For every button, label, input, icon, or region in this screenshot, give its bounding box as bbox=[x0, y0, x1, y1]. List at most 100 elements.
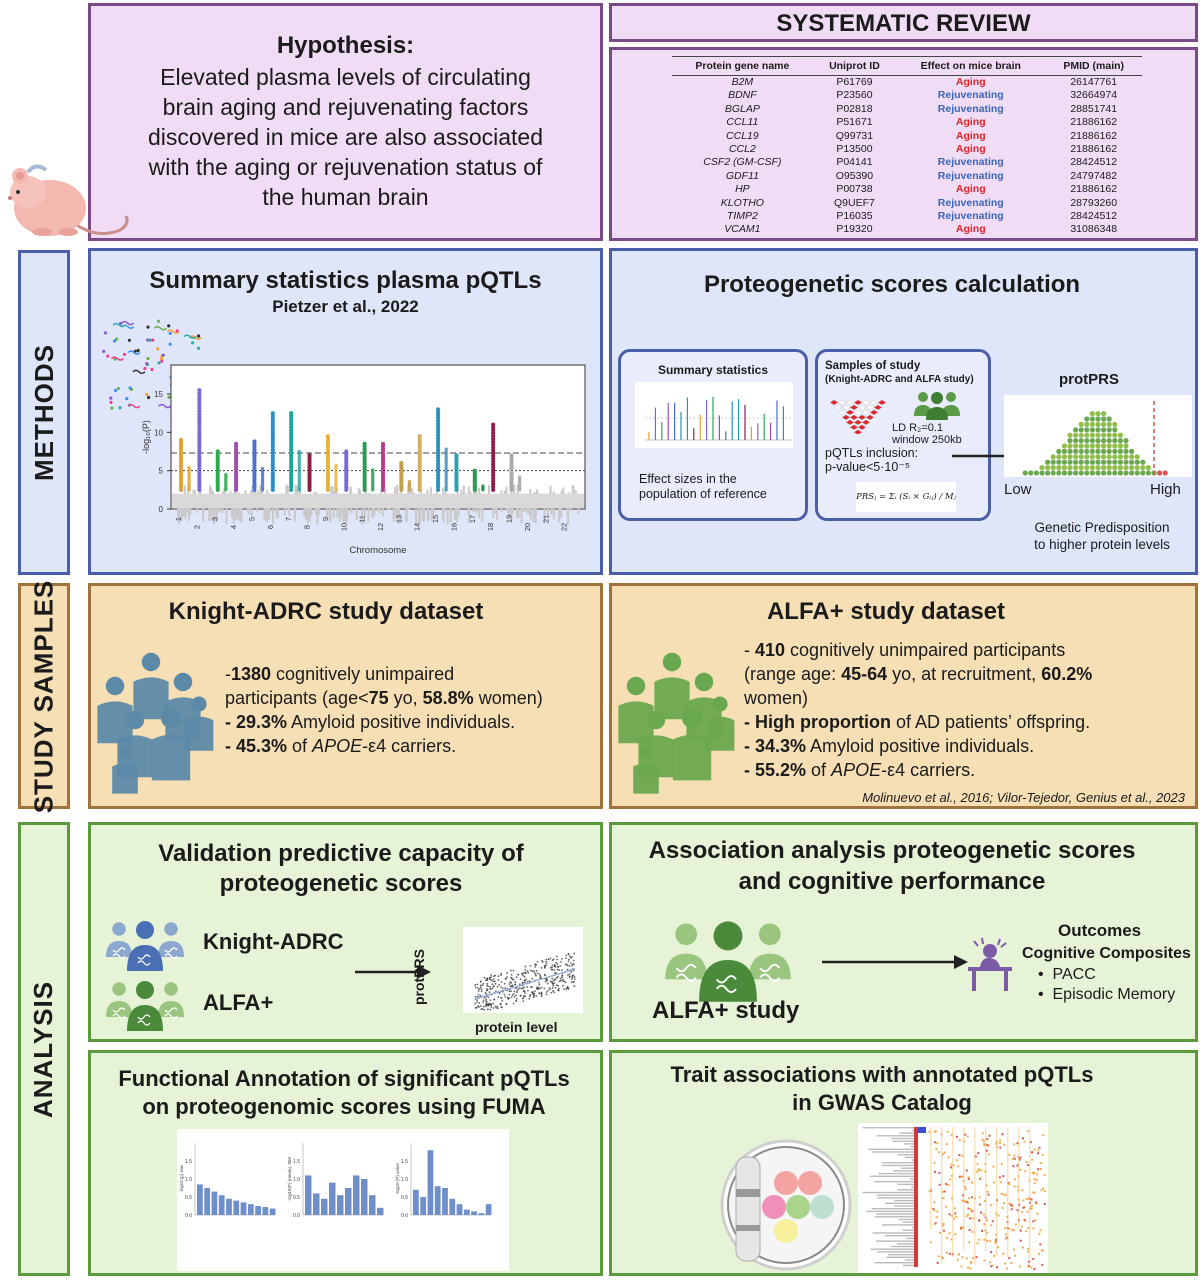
heatmap-cell bbox=[1024, 1219, 1027, 1222]
heatmap-cell bbox=[941, 1153, 944, 1156]
distribution-dot bbox=[1056, 465, 1062, 471]
heatmap-label-line bbox=[904, 1259, 914, 1261]
scatter-point bbox=[559, 979, 562, 982]
scatter-point bbox=[565, 954, 568, 957]
heatmap-cell bbox=[1038, 1252, 1041, 1255]
heatmap-cell bbox=[1033, 1148, 1036, 1151]
scatter-point bbox=[501, 987, 504, 990]
baseline-bar bbox=[263, 505, 266, 521]
snp-point bbox=[197, 445, 202, 450]
scatter-dot bbox=[143, 366, 147, 371]
heatmap-cell bbox=[1043, 1190, 1046, 1193]
person-head bbox=[694, 672, 714, 692]
people-crowd-icon bbox=[97, 652, 214, 794]
snp-point bbox=[178, 437, 184, 443]
protprs-axis-label: protPRS bbox=[411, 949, 427, 1005]
snp-point bbox=[197, 403, 202, 408]
heatmap-cell bbox=[1037, 1168, 1040, 1171]
scatter-point bbox=[534, 990, 536, 993]
fuma-bar bbox=[262, 1207, 269, 1215]
scatter-point bbox=[533, 971, 536, 974]
snp-point bbox=[435, 424, 441, 429]
scatter-point bbox=[568, 973, 571, 976]
scatter-point bbox=[539, 976, 542, 979]
heatmap-cell bbox=[1019, 1229, 1022, 1232]
distribution-dot bbox=[1140, 459, 1146, 465]
baseline-bar bbox=[304, 501, 307, 518]
heatmap-label-line bbox=[870, 1248, 914, 1250]
heatmap-cell bbox=[999, 1181, 1002, 1184]
heatmap-cell bbox=[929, 1241, 932, 1244]
x-tick-label: 14 bbox=[413, 523, 422, 531]
person-body bbox=[618, 701, 654, 744]
heatmap-cell bbox=[1003, 1202, 1006, 1205]
scatter-point bbox=[538, 981, 540, 984]
baseline-bar bbox=[183, 485, 186, 501]
scatter-point bbox=[478, 1001, 481, 1004]
scatter-point bbox=[556, 958, 559, 961]
heatmap-cell bbox=[986, 1239, 989, 1242]
scatter-point bbox=[508, 983, 511, 985]
distribution-dot bbox=[1039, 470, 1045, 476]
scatter-point bbox=[568, 964, 571, 967]
heatmap-cell bbox=[945, 1143, 948, 1146]
scatter-point bbox=[479, 980, 482, 983]
snp-point bbox=[289, 411, 294, 416]
scatter-point bbox=[524, 981, 526, 984]
heatmap-cell bbox=[1041, 1249, 1044, 1252]
snp-point bbox=[334, 466, 338, 470]
heatmap-cell bbox=[1042, 1187, 1045, 1190]
scatter-point bbox=[561, 974, 564, 977]
distribution-dot bbox=[1112, 427, 1118, 433]
scatter-point bbox=[497, 975, 500, 978]
snp-point bbox=[197, 478, 202, 483]
scatter-point bbox=[572, 959, 575, 962]
heatmap-label-line bbox=[893, 1170, 914, 1172]
ld-cell bbox=[841, 414, 851, 421]
heatmap-cell bbox=[967, 1266, 970, 1269]
scatter-point bbox=[510, 996, 513, 999]
snp-point bbox=[197, 421, 202, 426]
baseline-bar bbox=[336, 502, 339, 518]
distribution-dot bbox=[1112, 443, 1118, 449]
distribution-dot bbox=[1123, 459, 1129, 465]
heatmap-cell bbox=[959, 1227, 962, 1230]
person-body bbox=[699, 960, 757, 1002]
scatter-point bbox=[492, 978, 495, 980]
scatter-dot bbox=[103, 331, 108, 335]
heatmap-cell bbox=[947, 1156, 950, 1159]
scatter-point bbox=[564, 963, 567, 966]
heatmap-cell bbox=[993, 1254, 996, 1257]
scatter-point bbox=[512, 1002, 515, 1005]
heatmap-label-line bbox=[902, 1264, 914, 1267]
x-tick-label: 21 bbox=[541, 515, 550, 523]
fuma-bar bbox=[420, 1197, 427, 1215]
scatter-dot bbox=[113, 388, 118, 392]
heatmap-cell bbox=[994, 1233, 997, 1236]
heatmap-column bbox=[996, 1127, 998, 1257]
snp-point bbox=[435, 438, 441, 444]
systematic-review-title: SYSTEMATIC REVIEW bbox=[776, 10, 1031, 37]
x-tick-label: 2 bbox=[192, 525, 201, 529]
distribution-dot bbox=[1073, 448, 1079, 454]
knight-adrc-label: Knight-ADRC bbox=[203, 929, 344, 954]
baseline-bar bbox=[492, 502, 495, 519]
scatter-point bbox=[555, 984, 558, 987]
x-tick-label: 6 bbox=[266, 525, 275, 529]
ld-cell bbox=[849, 404, 859, 411]
scatter-dot bbox=[109, 400, 113, 404]
fuma-bar-charts: 0.00.51.01.5-log10 (p) raw0.00.51.01.5-l… bbox=[179, 1143, 492, 1219]
baseline-bar bbox=[371, 501, 374, 517]
scatter-point bbox=[496, 1005, 499, 1008]
baseline-bar bbox=[177, 506, 180, 522]
scatter-point bbox=[508, 993, 511, 996]
distribution-dot bbox=[1112, 438, 1118, 444]
scatter-point bbox=[489, 1008, 492, 1011]
heatmap-cell bbox=[1026, 1130, 1029, 1133]
scatter-point bbox=[510, 990, 512, 993]
snp-point bbox=[444, 471, 448, 476]
scatter-point bbox=[524, 969, 527, 971]
scatter-point bbox=[504, 987, 507, 989]
scatter-point bbox=[535, 969, 538, 972]
scatter-point bbox=[545, 991, 548, 993]
